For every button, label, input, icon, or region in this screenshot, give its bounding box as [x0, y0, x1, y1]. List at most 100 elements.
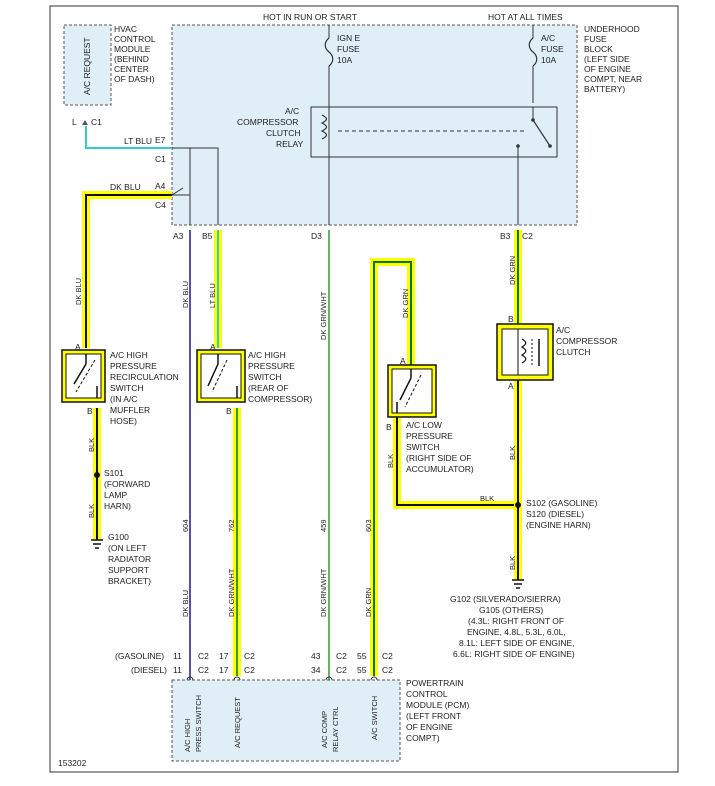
pcm-label-5: OF ENGINE	[406, 722, 453, 732]
pcm-pin-3-line-1: A/C COMP	[320, 711, 329, 748]
pcm-label-1: POWERTRAIN	[406, 678, 463, 688]
high-recirc-label-5: (IN A/C	[110, 394, 137, 404]
hvac-module-label-5: CENTER	[114, 64, 149, 74]
relay-contact-arm	[532, 119, 551, 147]
fuse-block-label-1: UNDERHOOD	[584, 24, 640, 34]
wire-label-762-color: DK GRN/WHT	[227, 568, 236, 617]
fuse2-symbol	[528, 37, 538, 67]
wire-603	[373, 261, 412, 676]
pcm-label-4: (LEFT FRONT	[406, 711, 461, 721]
g100-label-2: (ON LEFT	[108, 543, 147, 553]
fuse-block-label-6: COMPT, NEAR	[584, 74, 642, 84]
g102-label-5: 8.1L: LEFT SIDE OF ENGINE,	[459, 638, 575, 648]
high-rear-label-2: PRESSURE	[248, 361, 295, 371]
fuse2-label-2: FUSE	[541, 44, 564, 54]
high-rear-switch-box	[200, 353, 242, 399]
g102-label-2: G105 (OTHERS)	[479, 605, 543, 615]
wire-label-low-blk: BLK	[386, 454, 395, 468]
pcm-dsl-pin-3: 34	[311, 665, 321, 675]
fuse-block-label-5: OF ENGINE	[584, 64, 631, 74]
relay-label-3: CLUTCH	[266, 128, 300, 138]
pcm-gas-conn-4: C2	[382, 651, 393, 661]
high-rear-label-3: SWITCH	[248, 372, 282, 382]
low-switch-label-5: ACCUMULATOR)	[406, 464, 474, 474]
pcm-dsl-conn-3: C2	[336, 665, 347, 675]
wire-a4-highlight	[82, 191, 172, 348]
high-rear-label-5: COMPRESSOR)	[248, 394, 312, 404]
hvac-pin-label: A/C REQUEST	[82, 37, 92, 95]
g102-label-6: 6.6L: RIGHT SIDE OF ENGINE)	[453, 649, 575, 659]
wire-label-603-color-top: DK GRN	[401, 289, 410, 318]
fuse1-label-2: FUSE	[337, 44, 360, 54]
low-switch-label-2: PRESSURE	[406, 431, 453, 441]
g100-ground-icon	[91, 539, 103, 549]
pcm-row-gasoline-label: (GASOLINE)	[115, 651, 164, 661]
high-rear-label-1: A/C HIGH	[248, 350, 286, 360]
low-switch-label-3: SWITCH	[406, 442, 440, 452]
wire-label-clutch-blk: BLK	[508, 446, 517, 460]
relay-box	[310, 106, 558, 158]
wire-label-603-number: 603	[364, 519, 373, 532]
fuse2-label-3: 10A	[541, 55, 556, 65]
high-recirc-label-3: RECIRCULATION	[110, 372, 179, 382]
pin-b5: B5	[202, 231, 213, 241]
s102-label-2: S120 (DIESEL)	[526, 509, 584, 519]
pcm-gas-conn-3: C2	[336, 651, 347, 661]
s101-label-3: LAMP	[104, 490, 127, 500]
pcm-pin-1-line-1: A/C HIGH	[183, 719, 192, 752]
pin-d3: D3	[311, 231, 322, 241]
high-rear-switch-pin-b: B	[226, 406, 232, 416]
hvac-module-label-2: CONTROL	[114, 34, 156, 44]
wire-label-604-color-bottom: DK BLU	[181, 590, 190, 617]
wire-low-blk	[396, 410, 518, 506]
high-recirc-label-2: PRESSURE	[110, 361, 157, 371]
wire-label-459-number: 459	[319, 519, 328, 532]
pin-c4: C4	[155, 200, 166, 210]
pin-e7: E7	[155, 135, 166, 145]
fuse-block-label-4: (LEFT SIDE	[584, 54, 630, 64]
fuse-block-internal-b5	[172, 147, 219, 225]
g102-label-3: (4.3L: RIGHT FRONT OF	[468, 616, 564, 626]
pin-c1: C1	[155, 154, 166, 164]
wire-label-g102-blk: BLK	[508, 556, 517, 570]
wire-label-b5: LT BLU	[208, 283, 217, 308]
pcm-gas-conn-1: C2	[198, 651, 209, 661]
hvac-module-box	[63, 24, 112, 106]
fuse2-label-1: A/C	[541, 33, 555, 43]
wire-label-a4-vertical: DK BLU	[74, 278, 83, 305]
pcm-dsl-pin-1: 11	[173, 665, 182, 675]
g100-label-1: G100	[108, 532, 129, 542]
hvac-module-label-1: HVAC	[114, 24, 137, 34]
relay-coil	[320, 114, 328, 140]
pcm-terminal-4	[370, 676, 378, 681]
relay-contact-stop	[548, 144, 552, 148]
figure-id: 153202	[58, 758, 87, 768]
fuse1-symbol	[324, 37, 334, 67]
high-rear-switch-pin-a: A	[210, 342, 216, 352]
pin-a3: A3	[173, 231, 184, 241]
high-rear-switch-arm	[207, 363, 219, 387]
pcm-terminal-2	[233, 676, 241, 681]
g102-label-1: G102 (SILVERADO/SIERRA)	[450, 594, 561, 604]
diagram-frame	[49, 5, 679, 773]
pin-b3: B3	[500, 231, 511, 241]
wire-label-603-color-bottom: DK GRN	[364, 588, 373, 617]
pcm-label-3: MODULE (PCM)	[406, 700, 469, 710]
s101-label-4: HARN)	[104, 501, 131, 511]
low-switch-pin-b: B	[386, 422, 392, 432]
low-switch-label-1: A/C LOW	[406, 420, 442, 430]
clutch-label-3: CLUTCH	[556, 347, 590, 357]
wire-a4	[85, 194, 172, 348]
g100-label-4: SUPPORT	[108, 565, 149, 575]
high-recirc-switch-pin-a: A	[75, 342, 81, 352]
low-switch-actuator	[404, 374, 422, 408]
wire-label-lt-blu: LT BLU	[124, 136, 152, 146]
fuse-block-box	[171, 24, 578, 226]
fuse-block-label-2: FUSE	[584, 34, 607, 44]
hvac-connector-c1: C1	[91, 117, 102, 127]
fuse1-label-3: 10A	[337, 55, 352, 65]
wire-label-clutch-feed: DK GRN	[508, 256, 517, 285]
s101-label-1: S101	[104, 468, 124, 478]
hvac-module-label-6: OF DASH)	[114, 74, 155, 84]
